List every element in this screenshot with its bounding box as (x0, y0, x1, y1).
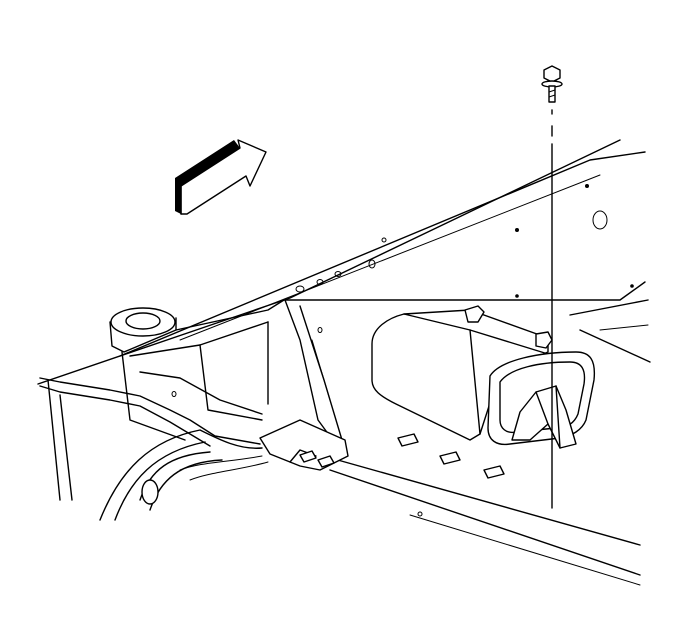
bolt-icon (541, 65, 563, 103)
floor-pan (47, 379, 641, 586)
canister (371, 305, 553, 441)
crossmember (39, 299, 349, 521)
frame-rail (37, 139, 651, 385)
direction-arrow-icon (175, 139, 267, 215)
canister-bracket (487, 351, 596, 449)
